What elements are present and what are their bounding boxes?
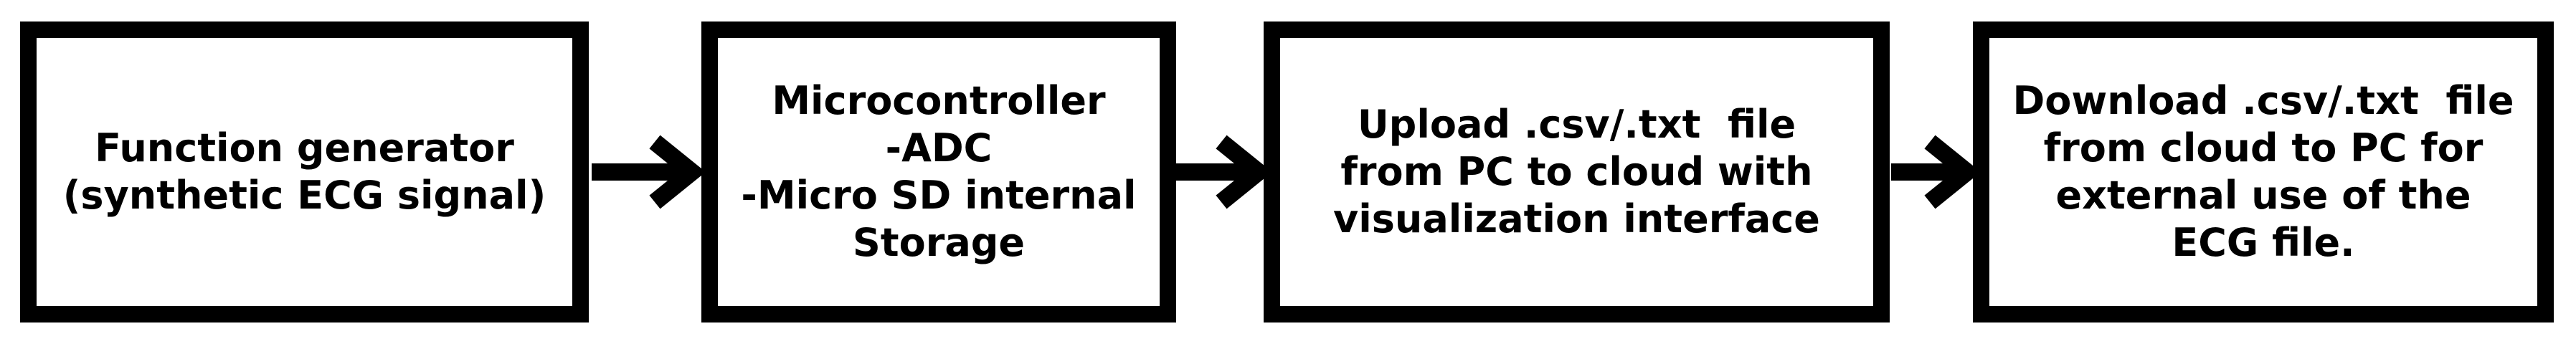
block-function-generator: Function generator (synthetic ECG signal… [20, 22, 589, 322]
block-upload-text: Upload .csv/.txt file from PC to cloud w… [1333, 101, 1820, 243]
block-line: Upload .csv/.txt file [1357, 102, 1796, 147]
block-line: visualization interface [1333, 196, 1820, 242]
block-line: Storage [852, 220, 1026, 265]
block-line: Download .csv/.txt file [2012, 78, 2514, 123]
block-download-text: Download .csv/.txt file from cloud to PC… [2012, 77, 2514, 267]
block-line: (synthetic ECG signal) [62, 173, 546, 218]
block-line: from PC to cloud with [1340, 149, 1813, 194]
block-upload: Upload .csv/.txt file from PC to cloud w… [1264, 22, 1890, 322]
block-line: Function generator [95, 125, 514, 171]
block-download: Download .csv/.txt file from cloud to PC… [1973, 22, 2554, 322]
block-microcontroller: Microcontroller -ADC -Micro SD internal … [701, 22, 1176, 322]
block-line: -ADC [885, 125, 993, 171]
arrow-right-icon [592, 135, 706, 209]
arrow-right-icon [1176, 135, 1273, 209]
block-function-generator-text: Function generator (synthetic ECG signal… [63, 125, 546, 219]
block-line: Microcontroller [772, 78, 1106, 123]
block-line: from cloud to PC for [2043, 125, 2483, 171]
block-line: external use of the [2055, 173, 2471, 218]
arrow-right-icon [1891, 135, 1981, 209]
block-line: -Micro SD internal [741, 173, 1137, 218]
block-line: ECG file. [2172, 220, 2355, 265]
block-microcontroller-text: Microcontroller -ADC -Micro SD internal … [741, 77, 1136, 267]
